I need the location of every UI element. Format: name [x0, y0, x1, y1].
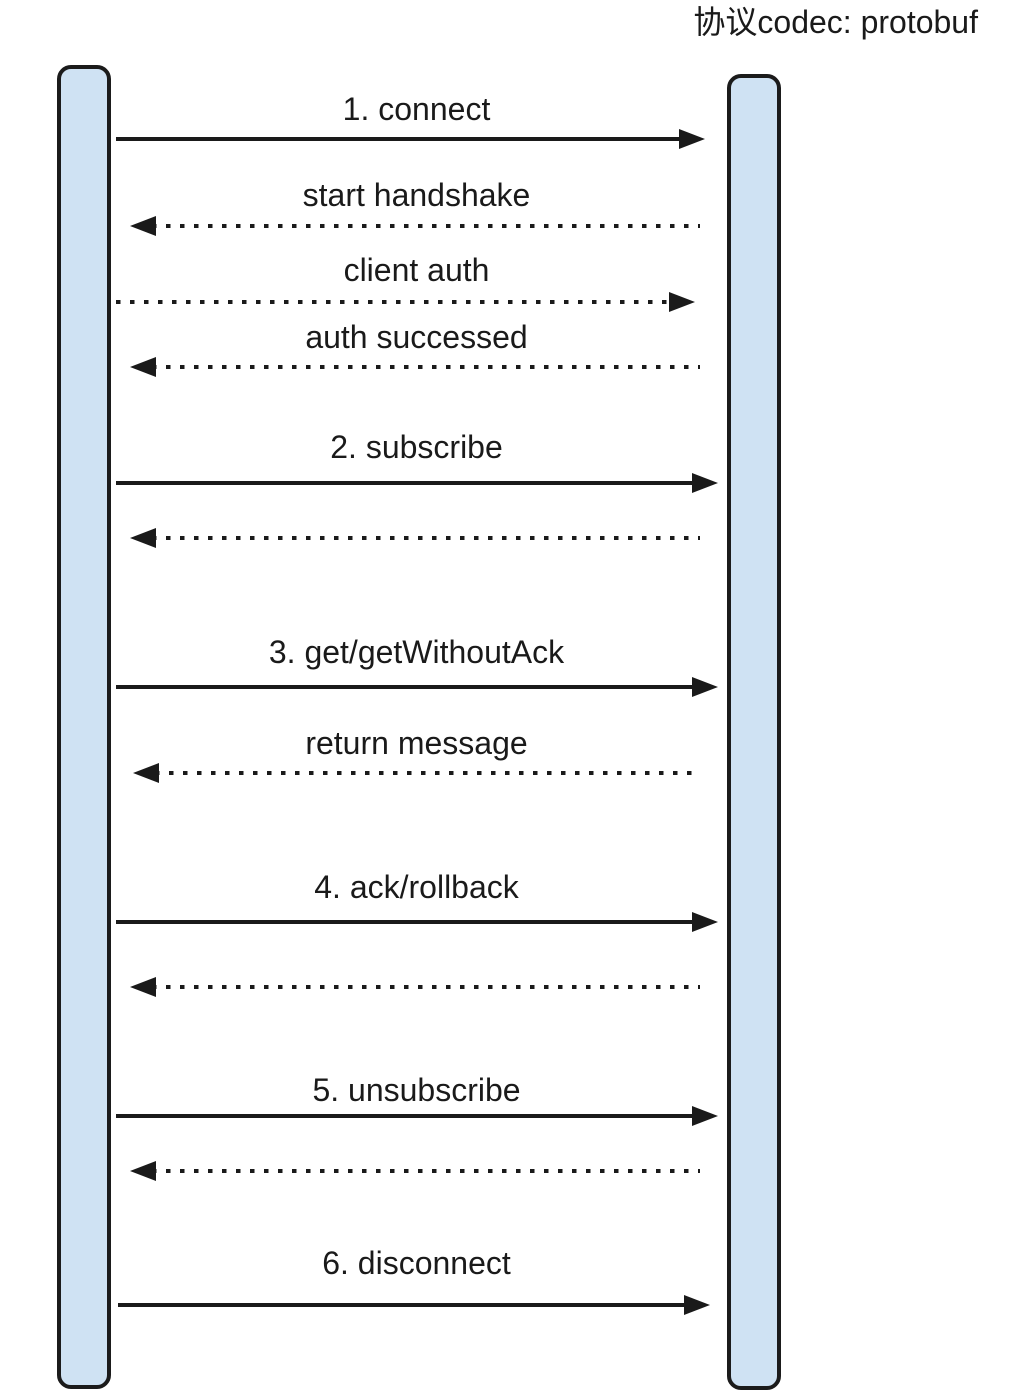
message-line-dotted	[152, 365, 700, 369]
arrowhead-right-icon	[692, 473, 718, 493]
arrowhead-right-icon	[684, 1295, 710, 1315]
message-label: auth successed	[305, 319, 528, 355]
message-line-dotted	[152, 224, 700, 228]
message-line-solid	[116, 1114, 696, 1118]
diagram-title: 协议codec: protobuf	[693, 4, 978, 40]
arrowhead-left-icon	[130, 216, 156, 236]
message-label: 6. disconnect	[322, 1245, 511, 1281]
message-line-solid	[116, 137, 683, 141]
arrowhead-left-icon	[130, 357, 156, 377]
message-label: client auth	[343, 252, 490, 288]
message-line-solid	[116, 920, 696, 924]
arrowhead-left-icon	[130, 1161, 156, 1181]
arrowhead-left-icon	[130, 977, 156, 997]
message-label: 2. subscribe	[330, 429, 503, 465]
arrowhead-left-icon	[130, 528, 156, 548]
message-label: return message	[305, 725, 528, 761]
arrowhead-right-icon	[669, 292, 695, 312]
arrowhead-right-icon	[679, 129, 705, 149]
message-label: 5. unsubscribe	[312, 1072, 521, 1108]
right-lifeline	[727, 74, 781, 1390]
left-lifeline	[57, 65, 111, 1389]
arrowhead-right-icon	[692, 677, 718, 697]
arrowhead-right-icon	[692, 912, 718, 932]
message-label: 4. ack/rollback	[314, 869, 519, 905]
message-line-dotted	[152, 985, 700, 989]
message-label: 3. get/getWithoutAck	[268, 634, 565, 670]
message-label: 1. connect	[342, 91, 491, 127]
message-line-solid	[118, 1303, 688, 1307]
message-line-solid	[116, 481, 696, 485]
message-label: start handshake	[302, 177, 531, 213]
message-line-dotted	[116, 300, 673, 304]
message-line-dotted	[152, 1169, 700, 1173]
arrowhead-right-icon	[692, 1106, 718, 1126]
message-line-dotted	[152, 536, 700, 540]
arrowhead-left-icon	[133, 763, 159, 783]
message-line-solid	[116, 685, 696, 689]
message-line-dotted	[155, 771, 700, 775]
